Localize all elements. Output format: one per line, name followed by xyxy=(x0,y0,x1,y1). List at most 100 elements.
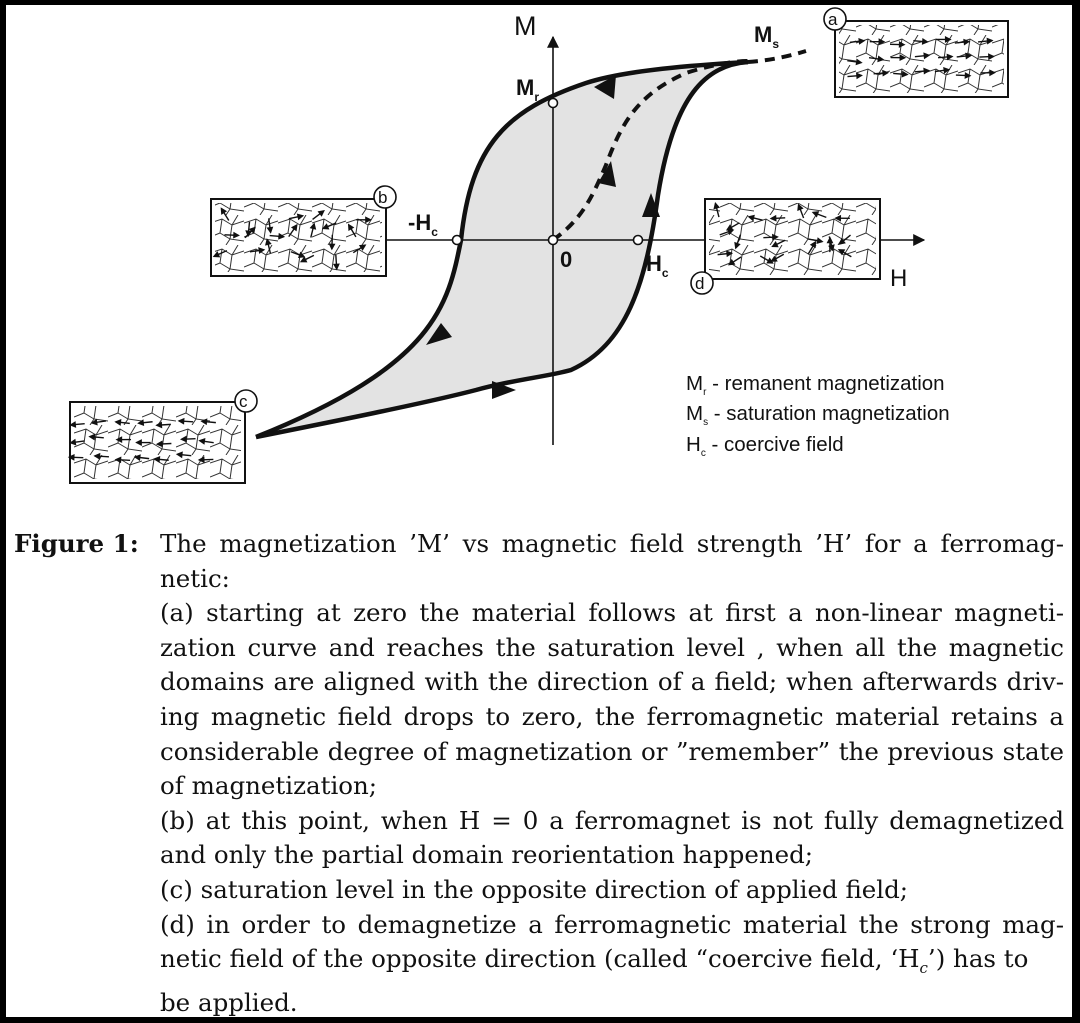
domain-arrowhead xyxy=(317,210,325,217)
caption-line: (b) at this point, when H = 0 a ferromag… xyxy=(160,805,1064,835)
caption-line: ing magnetic field drops to zero, the fe… xyxy=(160,701,1064,731)
figure-caption: Figure 1: The magnetization ’M’ vs magne… xyxy=(14,527,1064,1017)
caption-line: be applied. xyxy=(160,987,298,1017)
domain-arrowhead xyxy=(296,213,305,221)
marker-c-label: c xyxy=(239,392,248,411)
hc-label: Hc xyxy=(646,251,669,280)
domain-arrowhead xyxy=(309,222,317,230)
domain-arrowhead xyxy=(877,55,885,63)
domain-arrowhead xyxy=(220,207,228,215)
caption-line: of magnetization; xyxy=(160,771,378,801)
legend-mr: Mr - remanent magnetization xyxy=(686,372,945,398)
domain-arrowhead xyxy=(69,421,77,428)
caption-label: Figure 1: xyxy=(14,529,139,558)
domain-arrowhead xyxy=(858,37,866,45)
domain-arrowhead xyxy=(838,238,846,245)
domain-arrowhead xyxy=(855,58,863,66)
marker-a xyxy=(823,7,847,31)
marker-a-label: a xyxy=(828,10,838,29)
domain-arrowhead xyxy=(878,38,886,46)
h-axis-label: H xyxy=(890,265,907,292)
marker-d-label: d xyxy=(695,274,704,293)
origin-label: 0 xyxy=(560,247,572,272)
domain-arrowhead xyxy=(297,251,306,259)
legend-hc: Hc - coercive field xyxy=(686,433,844,459)
caption-line: and only the partial domain reorientatio… xyxy=(160,840,814,870)
caption-line: zation curve and reaches the saturation … xyxy=(160,632,1064,662)
domain-arrowhead xyxy=(963,38,971,46)
domain-arrowhead xyxy=(944,36,952,43)
domain-arrowhead xyxy=(93,452,101,460)
domain-arrowhead xyxy=(898,41,906,48)
domain-arrowhead xyxy=(965,52,973,60)
domain-arrowhead xyxy=(88,433,96,441)
caption-line: netic field of the opposite direction (c… xyxy=(160,942,1064,985)
domain-arrowhead xyxy=(771,241,779,248)
caption-line: (c) saturation level in the opposite dir… xyxy=(160,874,909,904)
caption-line: The magnetization ’M’ vs magnetic field … xyxy=(160,529,1064,558)
domain-arrowhead xyxy=(986,37,994,45)
domain-arrowhead xyxy=(155,421,163,429)
arrow-descending xyxy=(426,323,452,345)
domain-arrowhead xyxy=(923,52,931,60)
figure-page: M H 0 Mr Ms -Hc Hc a b c xyxy=(6,5,1072,1017)
domain-arrowhead xyxy=(212,251,221,258)
upper-branch-curve xyxy=(255,59,749,440)
domain-arrowhead xyxy=(155,440,163,448)
domain-arrowhead xyxy=(770,255,778,262)
domain-arrowhead xyxy=(747,214,755,222)
domain-arrowhead xyxy=(258,247,266,254)
domain-arrowhead xyxy=(989,69,996,77)
domain-arrowhead xyxy=(882,69,890,77)
domain-arrowhead xyxy=(769,214,777,222)
domain-arrowhead xyxy=(365,216,372,224)
domain-arrowhead xyxy=(809,240,817,249)
domain-arrowhead xyxy=(734,241,741,250)
domain-arrowhead xyxy=(265,238,272,246)
domain-arrowhead xyxy=(266,226,274,234)
legend-ms: Ms - saturation magnetization xyxy=(686,402,950,428)
domain-arrowhead xyxy=(332,263,340,271)
domain-arrowhead xyxy=(943,66,951,74)
marker-d xyxy=(690,271,714,295)
ms-label: Ms xyxy=(754,22,779,51)
domain-arrowhead xyxy=(198,438,206,445)
domain-arrowhead xyxy=(797,203,804,211)
domain-arrowhead xyxy=(321,223,330,230)
domain-arrowhead xyxy=(713,202,721,210)
legend: Mr - remanent magnetization Ms - saturat… xyxy=(686,372,950,459)
domain-arrowhead xyxy=(921,38,929,45)
domain-arrowhead xyxy=(856,72,863,80)
domain-arrowhead xyxy=(153,456,161,463)
domain-box-b: b xyxy=(210,185,397,277)
saturation-extension-dashed xyxy=(747,49,807,64)
caption-subscript-c: c xyxy=(919,959,928,978)
domain-arrowhead xyxy=(834,214,842,222)
domain-arrowhead xyxy=(290,223,298,232)
domain-arrowhead xyxy=(726,228,735,236)
domain-arrowhead xyxy=(69,438,77,446)
hysteresis-diagram: M H 0 Mr Ms -Hc Hc a b c xyxy=(67,7,1009,484)
arrow-ascending xyxy=(642,193,660,217)
arrow-lower-right xyxy=(492,381,516,399)
domain-arrowhead xyxy=(200,418,208,426)
domain-arrowhead xyxy=(114,419,122,426)
caption-line: netic: xyxy=(160,563,230,593)
domain-arrowhead xyxy=(358,244,367,251)
marker-b xyxy=(373,185,397,209)
neg-hc-label: -Hc xyxy=(408,210,438,239)
domain-arrowhead xyxy=(964,72,972,79)
domain-arrowhead xyxy=(135,439,142,446)
domain-arrowhead xyxy=(901,70,909,78)
caption-line-part: ’) has to xyxy=(927,944,1029,974)
domain-arrowhead xyxy=(328,243,336,251)
domain-arrowhead xyxy=(114,456,122,464)
caption-line: (d) in order to demagnetize a ferromagne… xyxy=(160,909,1064,939)
domain-arrowhead xyxy=(899,54,907,62)
arrow-initial xyxy=(598,161,616,187)
mr-label: Mr xyxy=(516,75,539,104)
domain-arrowhead xyxy=(726,250,734,258)
domain-arrowhead xyxy=(772,233,779,241)
domain-arrowhead xyxy=(946,53,954,61)
domain-arrowhead xyxy=(133,454,141,461)
